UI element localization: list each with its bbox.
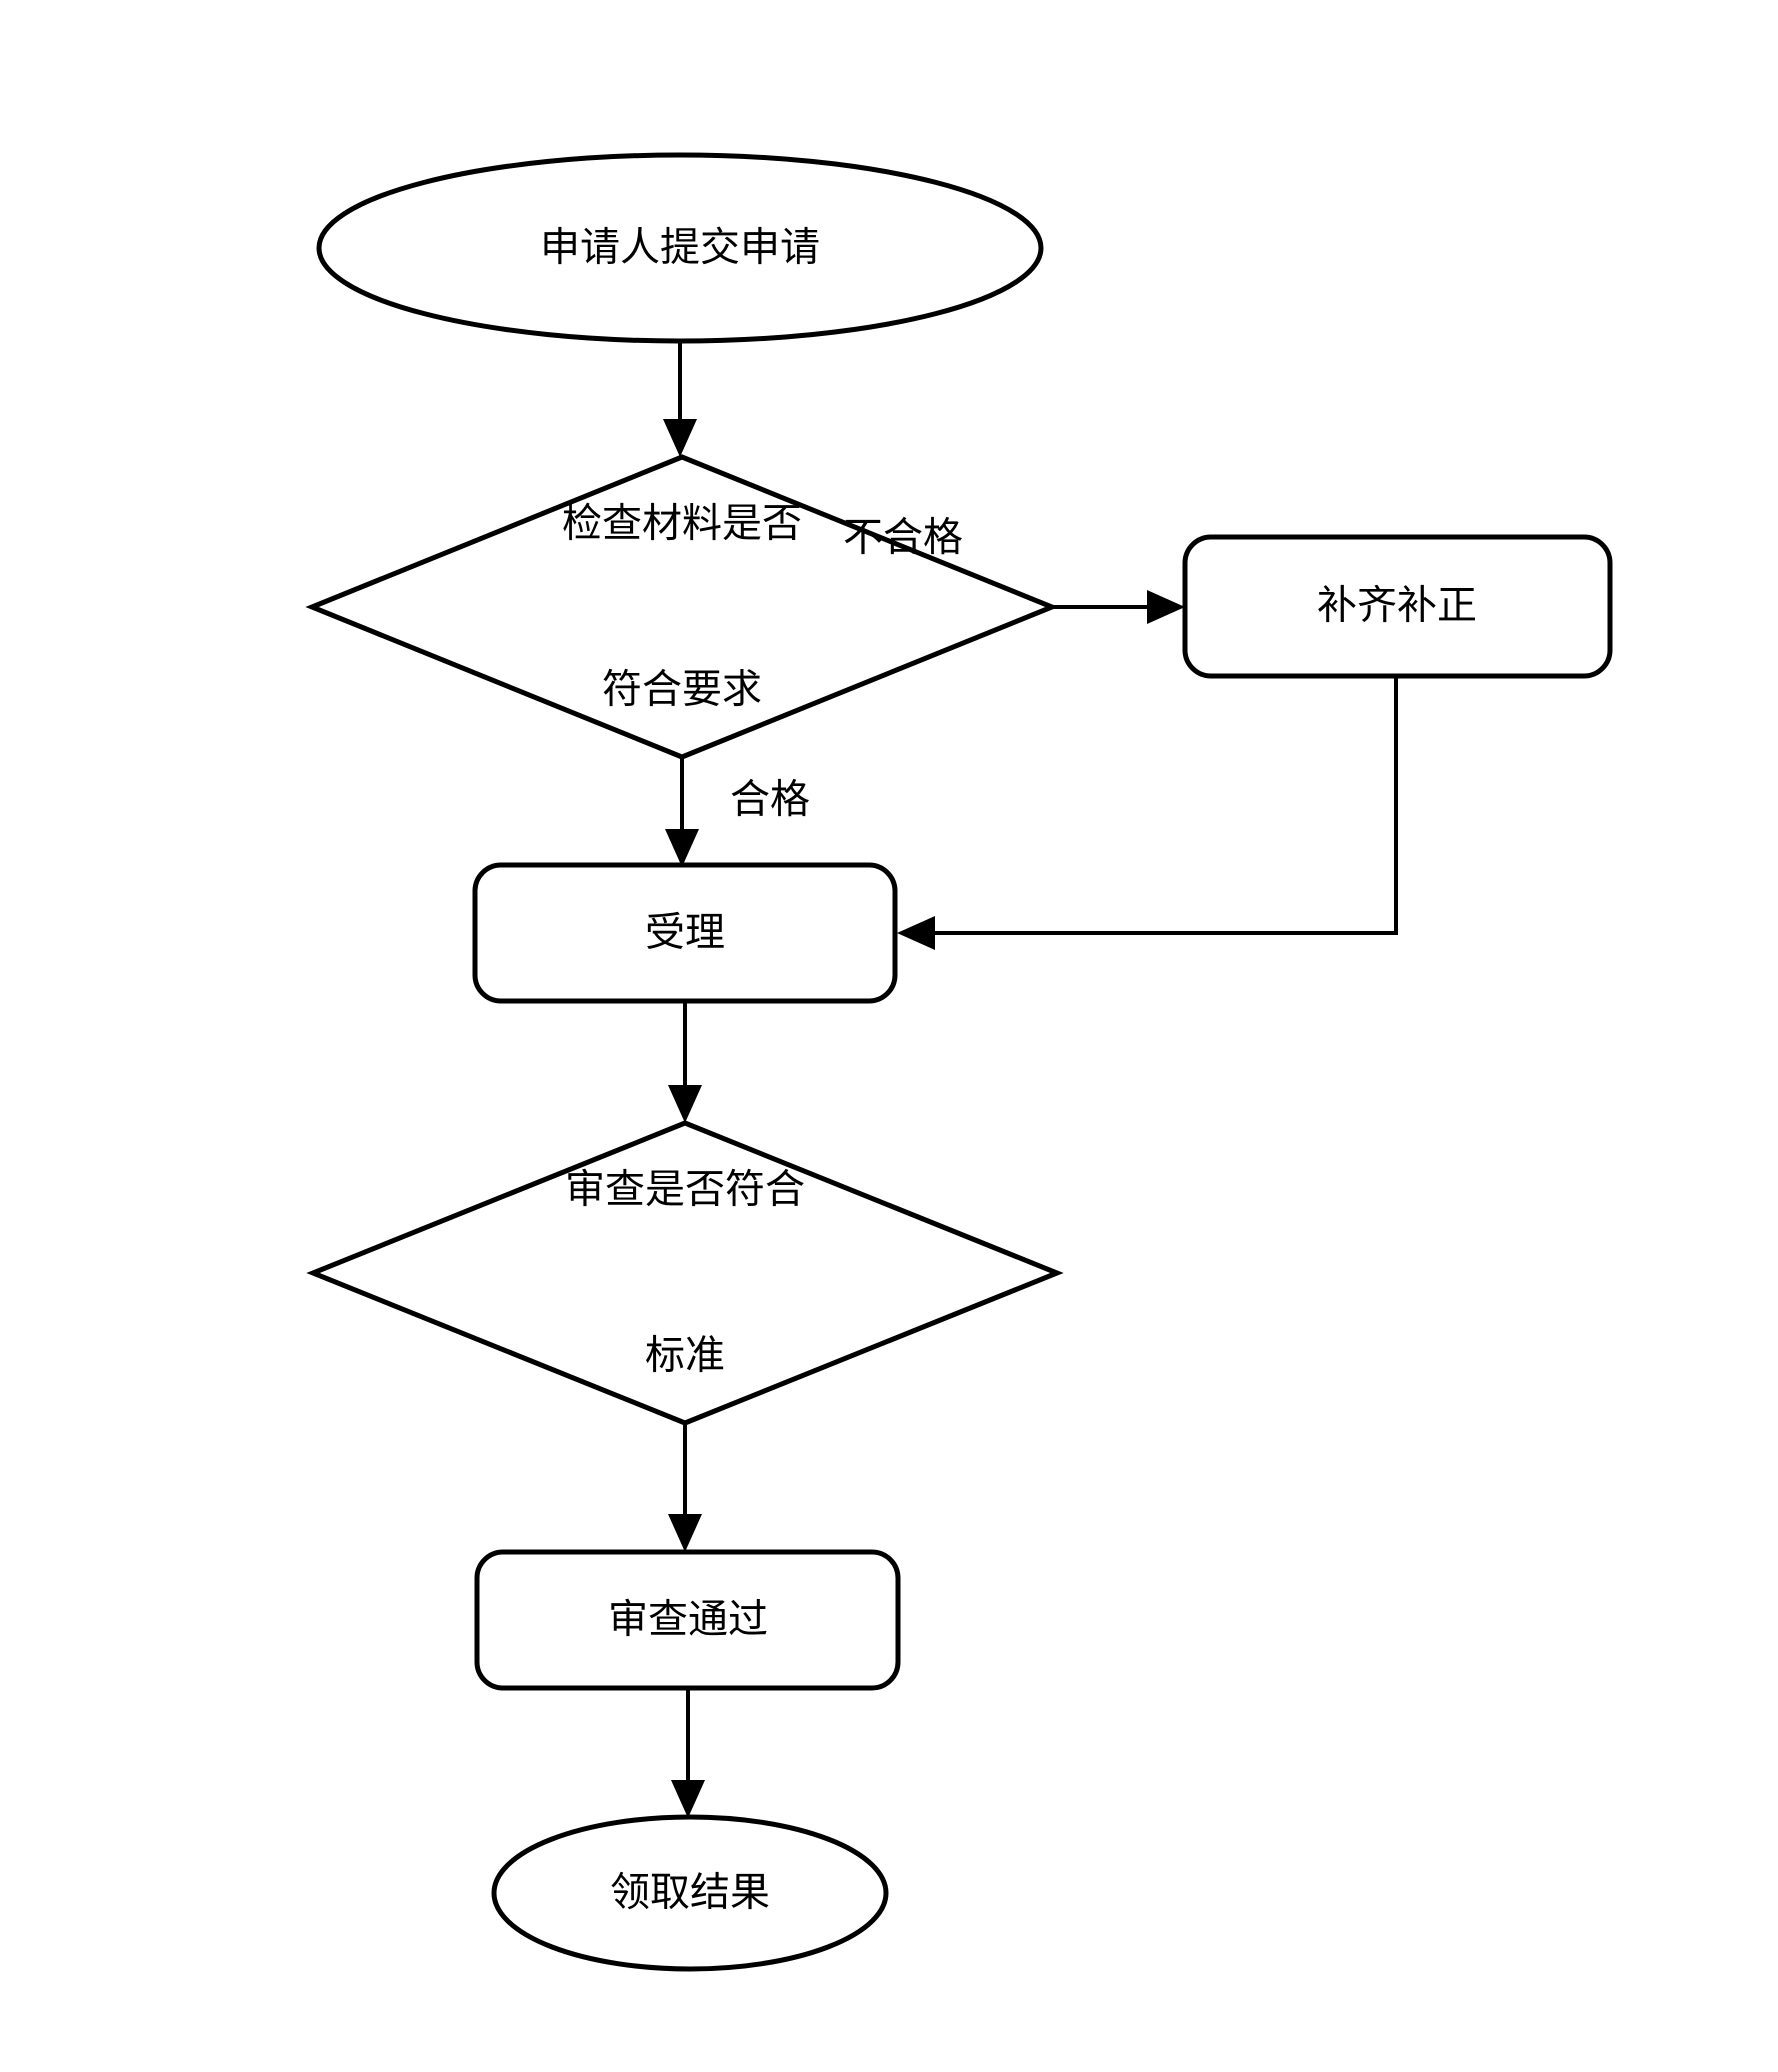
arrow-head-icon xyxy=(668,1514,702,1552)
edge-check-to-supplement xyxy=(1053,590,1185,624)
arrow-head-icon xyxy=(671,1780,705,1818)
arrow-head-icon xyxy=(663,419,697,457)
node-review-standard-shape[interactable] xyxy=(306,1120,1064,1426)
node-review-passed-shape[interactable] xyxy=(474,1549,901,1691)
node-get-result-shape[interactable] xyxy=(491,1814,889,1972)
edge-review-to-passed xyxy=(668,1423,702,1552)
edge-start-to-check-materials xyxy=(663,341,697,457)
edge-supplement-to-accept xyxy=(897,676,1398,950)
edge-line xyxy=(925,676,1398,935)
node-accept-shape[interactable] xyxy=(472,862,898,1004)
edge-accept-to-review xyxy=(668,1001,702,1123)
edge-passed-to-result xyxy=(671,1688,705,1818)
node-check-materials-shape[interactable] xyxy=(305,454,1059,760)
node-start-shape[interactable] xyxy=(316,152,1044,344)
arrow-head-icon xyxy=(1147,590,1185,624)
edge-check-to-accept xyxy=(665,757,699,867)
arrow-head-icon xyxy=(665,829,699,867)
arrow-head-icon xyxy=(897,916,935,950)
arrow-head-icon xyxy=(668,1085,702,1123)
node-supplement-shape[interactable] xyxy=(1182,534,1613,679)
